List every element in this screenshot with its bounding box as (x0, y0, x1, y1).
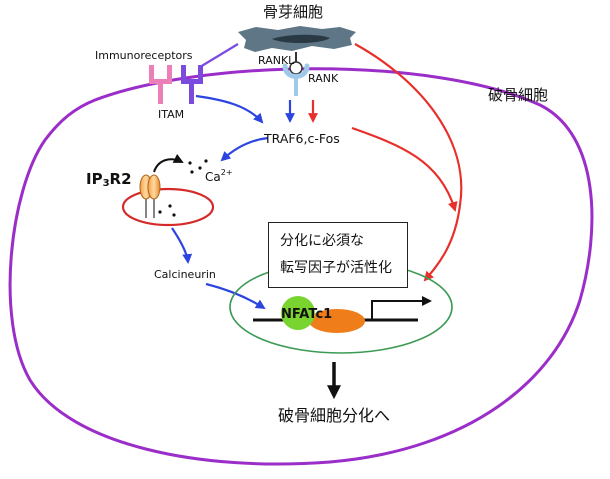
ip3r2-label: IP3R2 (86, 170, 132, 189)
rank-receptor (282, 63, 310, 96)
osteoclast-membrane (8, 67, 594, 466)
osteoblast-label: 骨芽細胞 (263, 3, 323, 21)
calcineurin-label: Calcineurin (154, 268, 216, 281)
itam-label: ITAM (158, 108, 184, 121)
er-ellipse (121, 187, 215, 227)
immunoreceptors-label: Immunoreceptors (95, 49, 193, 62)
purple-link-line (199, 43, 239, 68)
rank-label: RANK (308, 72, 339, 85)
er-calcium-dots (158, 204, 176, 217)
box-line-2: 転写因子が活性化 (280, 260, 392, 276)
cytosol-calcium-dots (188, 159, 208, 174)
nfatc1-orange-partner (309, 309, 365, 333)
differentiation-label: 破骨細胞分化へ (278, 406, 390, 425)
ip3r2-channel (139, 174, 161, 218)
calcium-label: Ca2+ (205, 168, 233, 184)
nfatc1-green-protein (281, 296, 315, 330)
transcription-start-arrow (371, 296, 432, 320)
black-arrow-calcium-release (153, 153, 184, 173)
red-arrow-osteoblast-to-nfatc1 (354, 43, 463, 282)
osteoblast-nucleus (272, 34, 330, 44)
immunoreceptor-pink (149, 65, 172, 104)
blue-arrow-calcineurin-to-nfatc1 (205, 282, 266, 310)
blue-arrow-traf6-to-ca (220, 136, 269, 162)
osteoclast-label: 破骨細胞 (488, 86, 548, 104)
transcription-factor-box: 分化に必須な 転写因子が活性化 (268, 222, 408, 288)
immunoreceptor-purple (181, 65, 203, 104)
blue-arrow-er-to-calcineurin (171, 227, 193, 264)
traf6-label: TRAF6,c-Fos (263, 131, 340, 146)
blue-arrow-itam-to-traf6 (195, 94, 264, 124)
nfatc1-label: NFATc1 (281, 307, 332, 322)
rankl-label: RANKL (258, 54, 295, 67)
red-arrow-traf6-to-nfatc1 (351, 126, 458, 212)
box-line-1: 分化に必須な (280, 233, 364, 249)
